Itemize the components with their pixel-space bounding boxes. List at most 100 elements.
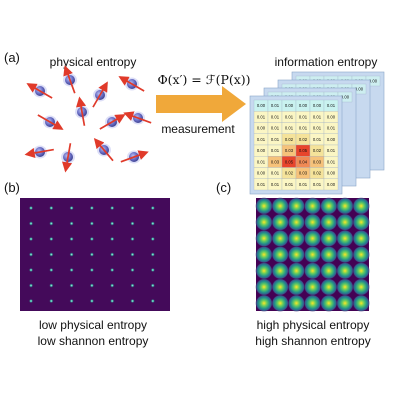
spin-particle-cloud [24,65,152,173]
information-entropy-title: information entropy [275,55,378,69]
density-peak [69,283,74,288]
density-blob [255,294,273,312]
table-cell-value: 0.01 [271,148,280,153]
density-peak [150,205,155,211]
table-cell-value: 0.01 [327,159,336,164]
low-entropy-heatmap [20,198,170,311]
density-blob [320,262,338,280]
density-peak [49,298,54,304]
density-blob [352,294,370,312]
density-blob [271,213,289,231]
density-blob [304,278,322,296]
table-cell-value: 0.01 [313,137,322,142]
density-blob [255,229,273,247]
density-peak [150,236,155,242]
particle [61,143,75,173]
density-blob [336,229,354,247]
density-peak [49,221,54,226]
table-cell-value: 0.01 [299,126,308,131]
density-peak [49,283,54,288]
density-peak [89,298,95,304]
table-cell-value: 0.01 [313,114,322,119]
table-cell-value: 0.00 [313,103,322,108]
high-entropy-blobs [255,197,370,312]
table-cell-value: 0.01 [327,103,336,108]
spin-arrow [24,147,54,158]
table-cell-value: 0.00 [355,87,364,92]
particle [99,114,126,130]
density-peak [28,236,34,242]
density-blob [271,229,289,247]
density-blob [271,246,289,264]
table-cell-value: 0.01 [327,126,336,131]
table-cell-value: 0.02 [285,171,294,176]
table-cell-value: 0.01 [271,114,280,119]
density-peak [89,283,95,288]
density-peak [130,252,135,257]
density-blob [352,213,370,231]
table-cell-value: 0.01 [299,114,308,119]
density-peak [89,252,95,257]
low-entropy-heatmap-background [20,198,170,311]
particle [92,81,108,108]
density-peak [110,267,115,273]
density-peak [110,205,115,211]
density-peak [110,298,115,304]
panel-c-label: (c) [216,180,231,195]
physical-entropy-title: physical entropy [50,55,137,69]
density-peak [110,283,115,288]
density-peak [130,298,135,304]
table-cell-value: 0.01 [257,159,266,164]
density-peak [130,236,135,242]
spin-arrow [63,65,76,94]
density-blob [287,229,305,247]
particle [37,114,64,130]
density-peak [28,252,34,257]
density-peak [89,267,95,273]
density-blob [287,262,305,280]
density-peak [69,205,74,211]
density-peak [110,252,115,257]
density-blob [255,213,273,231]
low-entropy-dots [28,205,155,304]
density-peak [28,221,34,226]
density-peak [49,236,54,242]
measurement-label: measurement [161,122,235,136]
table-cell-value: 0.03 [299,171,308,176]
high-entropy-heatmap [255,197,370,312]
density-blob [320,278,338,296]
table-cell-value: 0.00 [327,137,336,142]
table-cell-value: 0.00 [257,148,266,153]
table-cell-value: 0.01 [271,103,280,108]
table-cell-value: 0.01 [285,114,294,119]
particle [120,150,149,164]
density-blob [304,294,322,312]
density-peak [49,267,54,273]
density-blob [352,246,370,264]
particle [93,137,114,162]
spin-arrow [123,111,152,124]
density-blob [304,246,322,264]
panel-c-caption-2: high shannon entropy [255,334,370,348]
table-cell [323,178,339,191]
density-peak [28,267,34,273]
table-cell-value: 0.01 [327,148,336,153]
table-cell-value: 0.01 [285,126,294,131]
mapping-formula: Φ(x′) = ℱ(P(x)) [157,72,250,87]
spin-arrow [76,96,87,126]
density-blob [304,213,322,231]
spin-arrow [62,143,73,173]
density-blob [320,197,338,215]
table-cell-value: 0.02 [285,137,294,142]
table-cell-value: 0.03 [285,148,294,153]
density-blob [304,229,322,247]
density-peak [28,283,34,288]
density-blob [336,294,354,312]
density-peak [69,236,74,242]
table-cell-value: 0.03 [313,159,322,164]
density-blob [352,278,370,296]
table-cell-value: 0.02 [313,171,322,176]
table-cell-value: 0.01 [271,137,280,142]
density-blob [287,294,305,312]
